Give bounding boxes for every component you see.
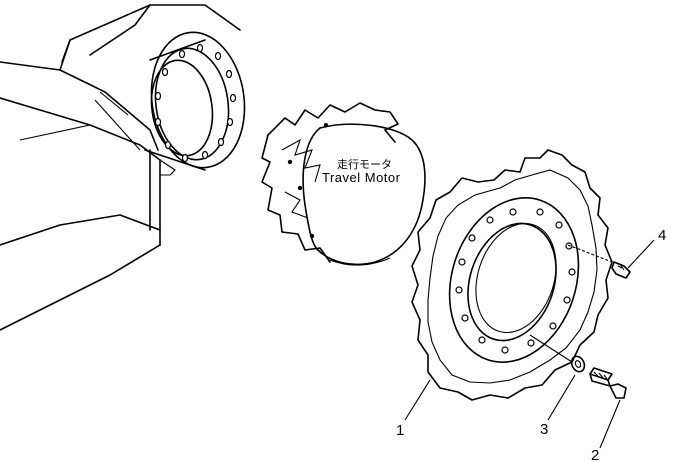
travel-motor: 走行モータ Travel Motor xyxy=(261,102,426,266)
plug xyxy=(567,244,631,279)
motor-label-en: Travel Motor xyxy=(322,170,401,185)
motor-label-jp: 走行モータ xyxy=(337,158,392,171)
callout-leaders xyxy=(404,239,655,449)
sprocket xyxy=(411,149,613,401)
frame-mounting-ring xyxy=(144,31,246,171)
callout-bolt: 2 xyxy=(591,447,599,462)
callout-sprocket: 1 xyxy=(396,422,404,439)
track-frame xyxy=(0,4,241,331)
washer xyxy=(570,355,586,373)
callout-plug: 4 xyxy=(658,227,666,244)
bolt xyxy=(589,367,627,399)
callout-washer: 3 xyxy=(540,421,548,438)
washer-axis-line xyxy=(529,334,573,363)
